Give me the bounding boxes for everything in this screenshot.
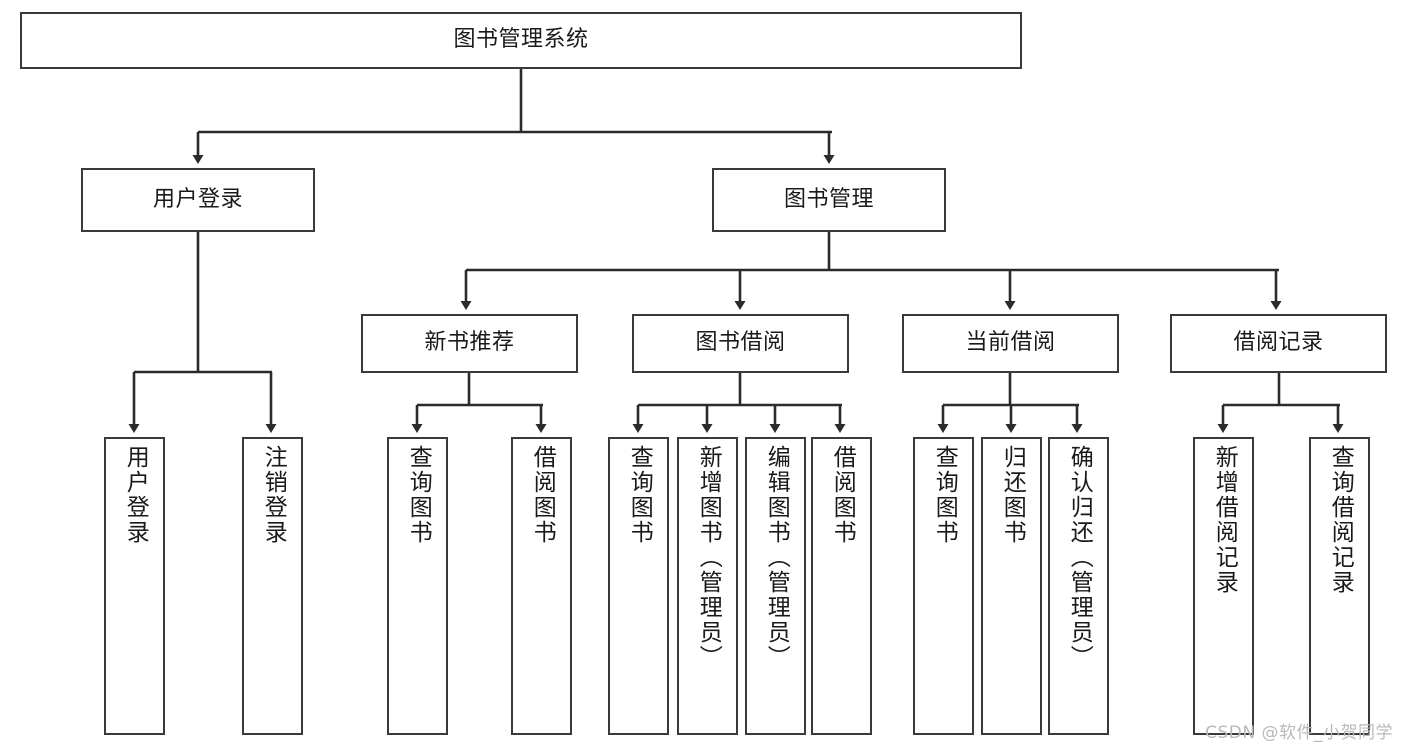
node-label: 借阅图书 bbox=[829, 445, 856, 545]
node-label: 新书推荐 bbox=[424, 330, 515, 356]
leaf-query-book-recommend[interactable]: 查询图书 bbox=[387, 437, 448, 735]
leaf-add-borrow-record[interactable]: 新增借阅记录 bbox=[1193, 437, 1254, 735]
node-book-borrow[interactable]: 图书借阅 bbox=[632, 314, 849, 373]
leaf-query-book-current[interactable]: 查询图书 bbox=[913, 437, 974, 735]
node-label: 查询图书 bbox=[626, 445, 653, 545]
node-label: 用户登录 bbox=[152, 186, 243, 212]
node-label: 编辑图书（管理员） bbox=[763, 445, 790, 670]
leaf-borrow-book-recommend[interactable]: 借阅图书 bbox=[511, 437, 572, 735]
leaf-logout[interactable]: 注销登录 bbox=[242, 437, 303, 735]
leaf-borrow-book[interactable]: 借阅图书 bbox=[811, 437, 872, 735]
borrowrecord-to-leaves-edges bbox=[1217, 373, 1344, 433]
node-label: 查询图书 bbox=[931, 445, 958, 545]
node-label: 借阅图书 bbox=[529, 445, 556, 545]
newbook-to-leaves-edges bbox=[411, 373, 547, 433]
node-label: 图书借阅 bbox=[695, 330, 786, 356]
userlogin-to-leaves-edges bbox=[128, 232, 277, 433]
leaf-add-book-admin[interactable]: 新增图书（管理员） bbox=[677, 437, 738, 735]
leaf-return-book[interactable]: 归还图书 bbox=[981, 437, 1042, 735]
node-new-book-recommend[interactable]: 新书推荐 bbox=[361, 314, 578, 373]
leaf-query-borrow-record[interactable]: 查询借阅记录 bbox=[1309, 437, 1370, 735]
node-label: 用户登录 bbox=[122, 445, 149, 545]
node-label: 图书管理系统 bbox=[453, 27, 589, 53]
node-label: 注销登录 bbox=[260, 445, 287, 545]
bookborrow-to-leaves-edges bbox=[632, 373, 846, 433]
leaf-edit-book-admin[interactable]: 编辑图书（管理员） bbox=[745, 437, 806, 735]
node-label: 查询图书 bbox=[405, 445, 432, 545]
node-root-library-system[interactable]: 图书管理系统 bbox=[20, 12, 1022, 69]
booksmgmt-to-level2-edges bbox=[460, 232, 1282, 310]
node-label: 归还图书 bbox=[999, 445, 1026, 545]
node-label: 确认归还（管理员） bbox=[1066, 445, 1093, 670]
node-label: 查询借阅记录 bbox=[1327, 445, 1354, 595]
leaf-user-login[interactable]: 用户登录 bbox=[104, 437, 165, 735]
node-label: 新增图书（管理员） bbox=[695, 445, 722, 670]
node-user-login[interactable]: 用户登录 bbox=[81, 168, 315, 232]
node-current-borrow[interactable]: 当前借阅 bbox=[902, 314, 1119, 373]
leaf-confirm-return-admin[interactable]: 确认归还（管理员） bbox=[1048, 437, 1109, 735]
currentborrow-to-leaves-edges bbox=[937, 373, 1083, 433]
node-label: 图书管理 bbox=[783, 186, 874, 212]
node-label: 当前借阅 bbox=[965, 330, 1056, 356]
node-label: 借阅记录 bbox=[1233, 330, 1324, 356]
root-to-level1-edges bbox=[192, 69, 835, 164]
node-label: 新增借阅记录 bbox=[1211, 445, 1238, 595]
node-book-management[interactable]: 图书管理 bbox=[712, 168, 946, 232]
node-borrow-record[interactable]: 借阅记录 bbox=[1170, 314, 1387, 373]
csdn-watermark: CSDN @软件_小贺同学 bbox=[1205, 723, 1393, 743]
leaf-query-book-borrow[interactable]: 查询图书 bbox=[608, 437, 669, 735]
